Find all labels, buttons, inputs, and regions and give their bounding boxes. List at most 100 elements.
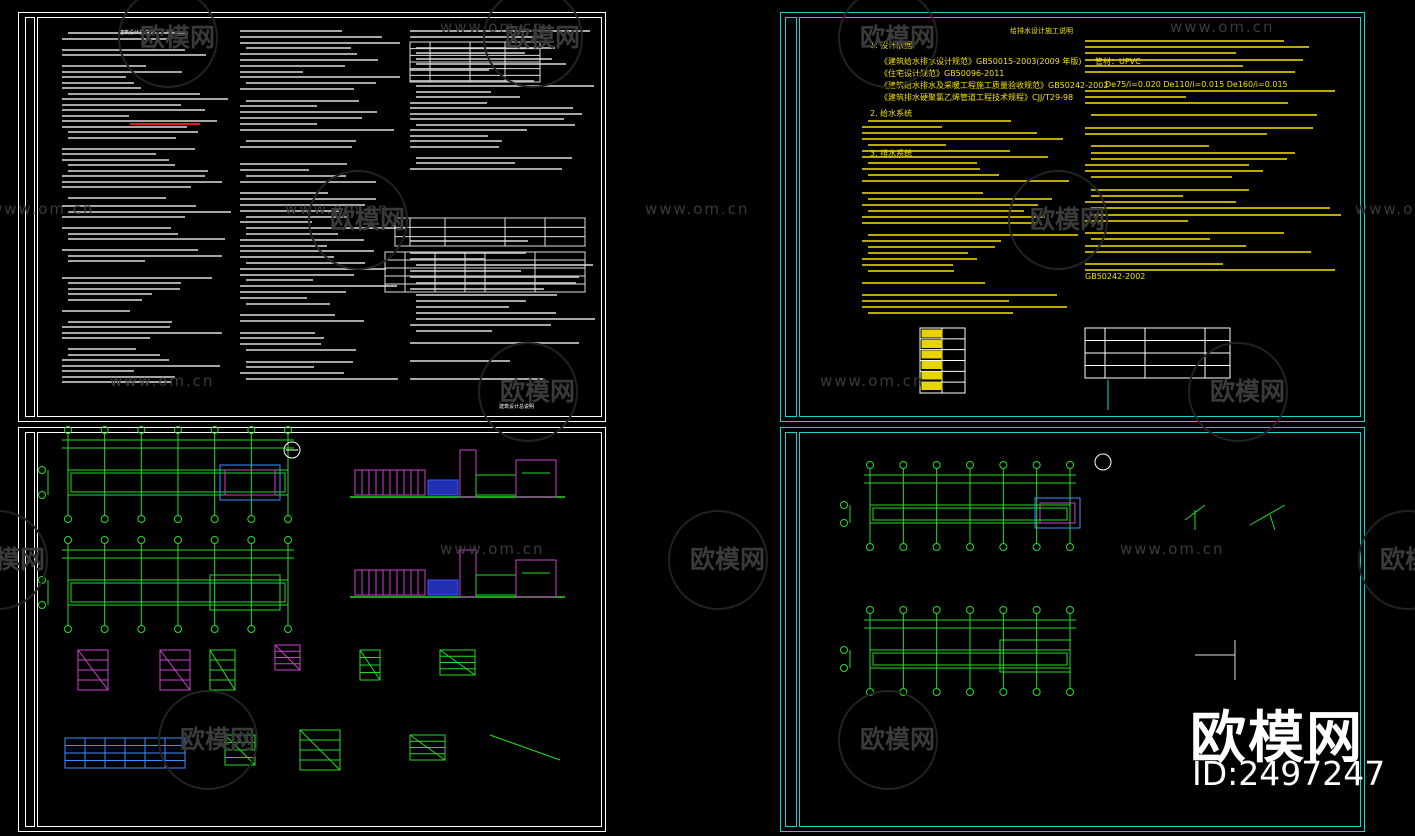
note-line: 《建筑给水排水及采暖工程施工质量验收规范》GB50242-2002 xyxy=(880,81,1109,90)
text-line xyxy=(62,76,127,78)
plumbing-plan-2-axis-bubble xyxy=(1032,688,1041,696)
room-detail-2 xyxy=(209,574,281,611)
drawing-sheet-plans[interactable] xyxy=(18,427,606,832)
text-line xyxy=(410,30,590,32)
legend-swatch xyxy=(921,329,943,338)
text-line xyxy=(1091,157,1287,160)
text-line xyxy=(410,107,573,109)
text-line xyxy=(62,359,169,361)
text-line xyxy=(246,227,406,230)
text-line xyxy=(240,238,365,241)
note-line: 3. 排水系统 xyxy=(870,149,913,158)
text-line xyxy=(862,216,1045,218)
text-line xyxy=(62,375,176,378)
text-line xyxy=(1085,89,1335,92)
text-line xyxy=(62,364,220,367)
text-line xyxy=(410,258,485,260)
drawing-sheet-plumbing-notes[interactable] xyxy=(780,12,1365,422)
text-line xyxy=(868,162,977,164)
text-line xyxy=(240,64,346,67)
text-line xyxy=(240,343,321,346)
text-line xyxy=(68,164,175,166)
text-line xyxy=(68,232,179,235)
text-line xyxy=(1085,269,1335,272)
title-block-strip xyxy=(785,17,797,417)
plumbing-plan-1-axis-bubble xyxy=(932,543,941,551)
plumbing-plan-1-axis-bubble xyxy=(899,543,908,551)
note-line: 管材：UPVC xyxy=(1095,57,1141,66)
text-line xyxy=(868,246,996,248)
legend-swatch xyxy=(921,382,943,390)
plumbing-plan-2-axis-bubble xyxy=(899,688,908,696)
table-schedule xyxy=(394,217,586,247)
note-line: 2. 给水系统 xyxy=(870,109,913,118)
floor-plan-1-axis-bubble xyxy=(100,426,109,434)
text-line xyxy=(1085,58,1304,61)
plumbing-plan-1-axis-bubble xyxy=(999,461,1008,469)
floor-plan-2-axis-bubble xyxy=(210,536,219,544)
text-line xyxy=(240,59,379,61)
text-line xyxy=(410,118,564,120)
text-line xyxy=(68,92,201,95)
floor-plan-2-axis-bubble xyxy=(100,536,109,544)
text-line xyxy=(240,244,328,247)
text-line xyxy=(862,222,1036,224)
drawing-sheet-plumbing-plans[interactable] xyxy=(780,427,1365,832)
text-line xyxy=(868,270,955,272)
text-line xyxy=(1091,213,1341,216)
plumbing-plan-2-axis-bubble xyxy=(966,688,974,696)
text-line xyxy=(62,175,205,177)
floor-plan-2-axis-bubble xyxy=(247,536,256,544)
text-line xyxy=(862,156,1048,158)
plumbing-plan-1-axis-bubble xyxy=(966,543,974,551)
text-line xyxy=(246,47,351,50)
room-detail-inner xyxy=(224,469,276,496)
floor-plan-2-axis-bubble xyxy=(210,625,219,633)
brand-logo: 欧模网 xyxy=(1190,706,1364,771)
text-line xyxy=(416,123,575,126)
detail-wall-diag xyxy=(359,649,381,681)
note-line: 1. 设计依据 xyxy=(870,41,913,50)
plumbing-plan-2-axis-bubble xyxy=(1066,606,1074,614)
text-line xyxy=(240,273,355,276)
text-line xyxy=(246,302,331,305)
text-line xyxy=(862,138,1064,140)
iso-pipe xyxy=(1269,514,1276,531)
plumbing-plan-2-axis-bubble xyxy=(999,688,1008,696)
text-line xyxy=(410,145,499,148)
plumbing-plan-2-axis-bubble xyxy=(866,688,874,696)
floor-plan-1-axis-bubble xyxy=(174,426,182,434)
text-line xyxy=(240,285,397,288)
text-line xyxy=(68,254,222,257)
floor-plan-2-axis-bubble xyxy=(64,536,72,544)
plumbing-room-inner xyxy=(1039,502,1076,524)
text-line xyxy=(410,101,487,104)
legend-swatch xyxy=(921,350,943,359)
iso-pipe xyxy=(1249,504,1286,526)
text-line xyxy=(240,204,366,206)
text-line xyxy=(416,294,557,296)
note-line: De75/i=0.020 De110/i=0.015 De160/i=0.015 xyxy=(1105,80,1288,89)
text-line xyxy=(1085,133,1267,135)
floor-plan-2-axis-bubble xyxy=(284,536,292,544)
drawing-sheet-design-notes[interactable]: 建筑设计总说明 建筑设计总说明 xyxy=(18,12,606,422)
floor-plan-1-axis-bubble xyxy=(137,426,146,434)
text-line xyxy=(862,192,983,194)
text-line xyxy=(862,264,954,266)
text-line xyxy=(62,276,212,279)
text-line xyxy=(862,258,978,260)
text-line xyxy=(62,326,171,328)
text-line xyxy=(240,314,335,317)
text-line xyxy=(62,109,206,111)
text-line xyxy=(62,227,171,229)
plumbing-plan-1-axis-bubble xyxy=(932,461,941,469)
floor-plan-1-axis-bubble xyxy=(247,426,256,434)
floor-plan-2-axis-bubble xyxy=(38,576,46,584)
elevation-front-gate xyxy=(427,479,459,496)
floor-plan-1-axis-bubble xyxy=(210,426,219,434)
text-line xyxy=(410,129,527,131)
text-line xyxy=(68,197,166,199)
plumbing-plan-1-axis-bubble xyxy=(1066,543,1074,551)
floor-plan-1-axis-bubble xyxy=(284,515,292,523)
elevation-front-pillar xyxy=(459,449,477,498)
